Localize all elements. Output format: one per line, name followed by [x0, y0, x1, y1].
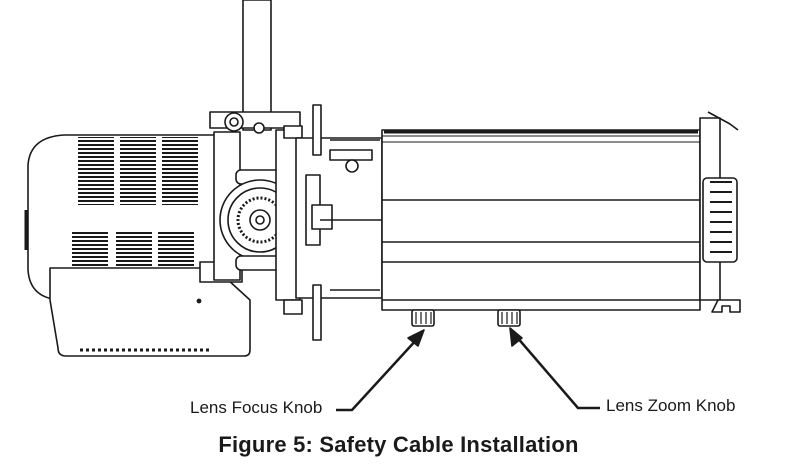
lens-barrel — [381, 111, 741, 313]
arrowhead-icon — [407, 329, 425, 347]
arrowhead-icon — [509, 327, 523, 347]
focus-knob-callout: Lens Focus Knob — [190, 398, 323, 417]
shutter-assembly — [275, 104, 385, 341]
lens-focus-knob — [411, 309, 435, 327]
vent-grille-top-3 — [162, 137, 198, 205]
vent-grille-top-2 — [120, 137, 156, 205]
focus-knob-leader — [336, 329, 425, 412]
figure-caption: Figure 5: Safety Cable Installation — [218, 432, 579, 457]
zoom-knob-leader — [509, 327, 600, 410]
zoom-knob-callout: Lens Zoom Knob — [606, 396, 736, 415]
vent-grille-top-1 — [78, 137, 114, 205]
lens-zoom-knob — [497, 309, 521, 327]
lamp-housing — [24, 134, 251, 357]
